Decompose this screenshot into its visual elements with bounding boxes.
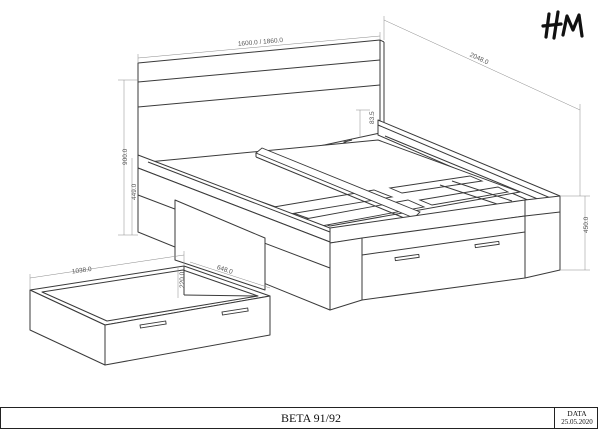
title-block: BETA 91/92 DATA 25.05.2020 bbox=[0, 407, 598, 429]
dimension-lines bbox=[29, 16, 590, 298]
headboard bbox=[137, 39, 385, 186]
drawer-width-label: 1038.0 bbox=[71, 266, 92, 276]
footboard bbox=[329, 195, 561, 311]
side-height-label: 449.0 bbox=[131, 183, 138, 200]
date-label: DATA bbox=[567, 409, 587, 418]
dimension-labels: 1600.0 / 1860.0 2048.0 900.0 449.0 83.5 … bbox=[71, 37, 590, 288]
drawer-depth-label: 648.0 bbox=[216, 264, 234, 276]
left-drawer-cavity bbox=[174, 199, 266, 291]
drawing-title: BETA 91/92 bbox=[280, 411, 342, 425]
headboard-width-label: 1600.0 / 1860.0 bbox=[238, 37, 284, 48]
hm-logo bbox=[541, 10, 584, 40]
center-beam bbox=[255, 147, 421, 223]
title-divider bbox=[554, 408, 555, 428]
overall-length-label: 2048.0 bbox=[468, 52, 489, 67]
date-value: 25.05.2020 bbox=[561, 418, 593, 426]
drawer-height-label: 220.0 bbox=[179, 271, 186, 288]
loose-drawer bbox=[29, 265, 271, 366]
slat-height-label: 83.5 bbox=[369, 111, 376, 124]
headboard-height-label: 900.0 bbox=[122, 148, 129, 165]
frame-height-label: 450.0 bbox=[583, 216, 590, 233]
